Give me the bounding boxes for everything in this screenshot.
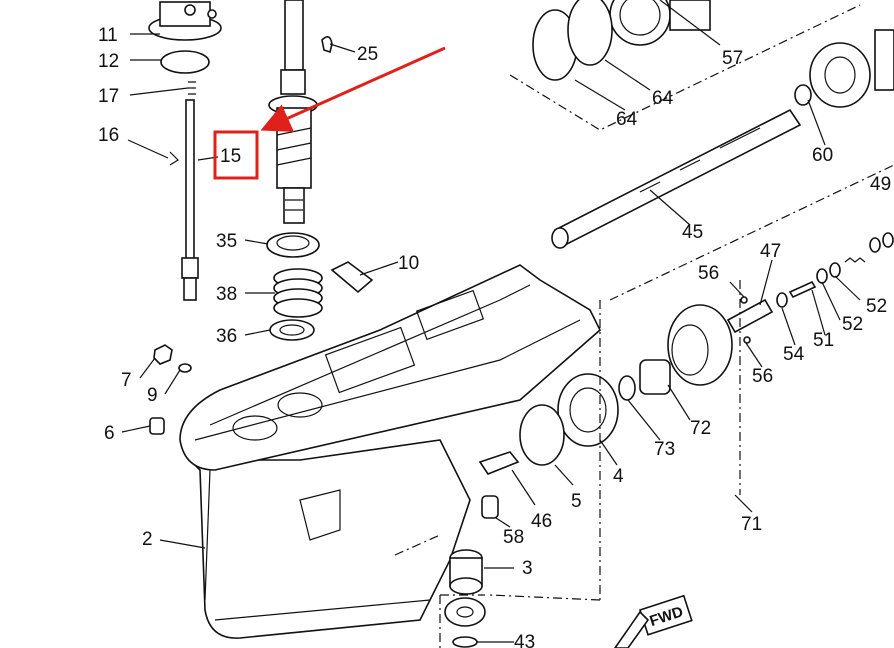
- nut-43: [452, 636, 478, 648]
- part-labels: 11 12 17 16 15 25 35 10 38 36 7 9 6 2 57…: [98, 25, 891, 648]
- label-64a: 64: [616, 109, 638, 130]
- label-38: 38: [216, 284, 237, 305]
- washer-49a: [869, 237, 881, 253]
- fwd-badge: FWD: [638, 594, 693, 636]
- label-12: 12: [98, 51, 119, 72]
- label-71: 71: [741, 514, 762, 535]
- shift-rod: [169, 99, 199, 301]
- pin-58: [481, 495, 499, 519]
- forward-gear: [809, 42, 871, 108]
- washer-49b: [882, 232, 894, 248]
- label-5: 5: [571, 491, 582, 512]
- spring-pin: [188, 81, 196, 95]
- oil-seal-housing: [148, 1, 222, 41]
- o-ring-5: [519, 404, 565, 466]
- bolt: [153, 344, 173, 365]
- label-72: 72: [690, 418, 711, 439]
- plunger-46: [478, 451, 520, 475]
- leader-lines: [121, 0, 861, 643]
- shim-60: [794, 84, 812, 106]
- o-ring: [160, 50, 210, 74]
- label-52b: 52: [866, 296, 887, 317]
- label-60: 60: [812, 145, 833, 166]
- fwd-arrow-icon: [614, 610, 650, 648]
- label-46: 46: [531, 511, 552, 532]
- highlight-box: [213, 130, 259, 180]
- label-6: 6: [104, 423, 115, 444]
- group-boundary-3: [439, 594, 485, 648]
- label-57: 57: [722, 48, 743, 69]
- pin-51: [788, 280, 817, 299]
- washer-52a: [816, 268, 828, 284]
- propeller-shaft: [551, 108, 802, 249]
- spring-52: [844, 257, 866, 263]
- label-7: 7: [121, 370, 132, 391]
- label-73: 73: [654, 439, 675, 460]
- o-ring-64b: [567, 0, 613, 66]
- label-4: 4: [613, 466, 624, 487]
- group-boundary-71: [489, 280, 741, 601]
- label-49: 49: [870, 174, 891, 195]
- label-10: 10: [398, 253, 419, 274]
- label-52a: 52: [842, 314, 863, 335]
- small-washer: [178, 363, 192, 373]
- group-boundary-49: [609, 164, 894, 301]
- needle-bearing: [639, 359, 671, 395]
- dowel-pin: [149, 417, 165, 435]
- label-11: 11: [98, 25, 118, 46]
- washer-52b: [829, 262, 841, 278]
- label-47: 47: [760, 241, 781, 262]
- bearing-4: [557, 373, 619, 447]
- pin: [321, 36, 333, 54]
- key: [330, 261, 374, 294]
- label-56a: 56: [698, 263, 719, 284]
- label-9: 9: [147, 385, 158, 406]
- label-15: 15: [220, 146, 241, 167]
- shim-spring: [273, 268, 323, 318]
- reverse-gear: [667, 304, 733, 386]
- pointer-arrow: [260, 46, 446, 132]
- ring-54: [776, 292, 788, 308]
- label-58: 58: [503, 527, 524, 548]
- label-54: 54: [783, 344, 805, 365]
- label-45: 45: [682, 222, 703, 243]
- label-36: 36: [216, 326, 237, 347]
- drive-shaft: [268, 0, 318, 224]
- label-2: 2: [142, 529, 153, 550]
- label-3: 3: [522, 558, 533, 579]
- label-35: 35: [216, 231, 237, 252]
- bearing-housing-57: [609, 0, 711, 46]
- label-51: 51: [813, 330, 834, 351]
- label-43: 43: [514, 632, 535, 648]
- label-16: 16: [98, 125, 119, 146]
- label-64b: 64: [652, 88, 674, 109]
- bearing-3: [449, 549, 483, 595]
- label-17: 17: [98, 86, 119, 107]
- lower-case-housing: [179, 264, 601, 639]
- circlip-73: [618, 375, 636, 401]
- pinion-gear: [444, 597, 486, 627]
- label-25: 25: [357, 44, 378, 65]
- gear-side: [874, 29, 894, 91]
- shift-plunger: [726, 296, 774, 344]
- label-56b: 56: [752, 366, 773, 387]
- roller-bearing: [266, 232, 320, 258]
- washer: [269, 319, 315, 341]
